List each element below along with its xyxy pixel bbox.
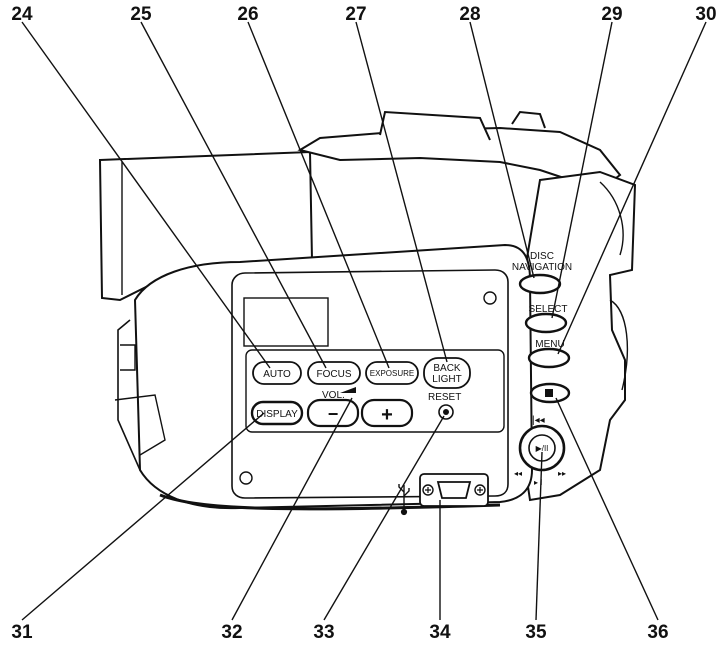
auto-button[interactable]: AUTO [252, 361, 302, 385]
volume-plus-button[interactable]: + [360, 398, 414, 428]
usb-icon [398, 484, 410, 516]
select-label: SELECT [529, 304, 568, 315]
record-button[interactable] [529, 382, 571, 404]
reset-button[interactable] [438, 404, 454, 420]
back-light-label-line2: LIGHT [432, 374, 461, 385]
callout-33: 33 [313, 622, 334, 643]
disc-navigation-label-line2: NAVIGATION [512, 262, 572, 273]
callout-27: 27 [345, 4, 366, 25]
auto-label: AUTO [263, 369, 291, 380]
skip-back-icon: |◂◂ [532, 415, 545, 426]
leader-lines [21, 21, 707, 621]
callout-36: 36 [647, 622, 668, 643]
callout-numbers-top: 24 25 26 27 28 29 30 [11, 4, 716, 25]
back-light-label-line1: BACK [433, 363, 461, 374]
callout-28: 28 [459, 4, 480, 25]
volume-minus-label: − [328, 404, 339, 424]
stop-square-icon [545, 389, 553, 397]
callout-26: 26 [237, 4, 258, 25]
callout-numbers-bottom: 31 32 33 34 35 36 [11, 622, 668, 643]
volume-wedge-icon [340, 387, 356, 393]
callout-30: 30 [695, 4, 716, 25]
reset-label: RESET [428, 392, 461, 403]
menu-label: MENU [535, 339, 564, 350]
rewind-icon: ◂◂ [514, 469, 522, 478]
callout-31: 31 [11, 622, 33, 643]
disc-navigation-label-line1: DISC [530, 251, 554, 262]
menu-button[interactable]: MENU [527, 339, 571, 369]
volume-plus-label: + [381, 404, 393, 426]
play-pause-joystick[interactable]: ▶/II [518, 424, 566, 472]
volume-minus-button[interactable]: − [306, 398, 360, 428]
back-light-button[interactable]: BACK LIGHT [423, 357, 471, 389]
fast-forward-icon: ▸▸ [558, 469, 566, 478]
display-button[interactable]: DISPLAY [250, 400, 304, 426]
stop-icon: ▸ I [534, 478, 542, 487]
callout-25: 25 [130, 4, 152, 25]
usb-port[interactable] [419, 473, 489, 507]
callout-35: 35 [525, 622, 547, 643]
disc-navigation-button[interactable]: DISC NAVIGATION [512, 251, 572, 295]
focus-button[interactable]: FOCUS [307, 361, 361, 385]
display-label: DISPLAY [256, 409, 298, 420]
exposure-button[interactable]: EXPOSURE [365, 361, 419, 385]
callout-34: 34 [429, 622, 451, 643]
exposure-label: EXPOSURE [370, 369, 414, 378]
play-pause-icon: ▶/II [536, 444, 549, 453]
callout-32: 32 [221, 622, 242, 643]
focus-label: FOCUS [317, 369, 352, 380]
callout-24: 24 [11, 4, 33, 25]
callout-29: 29 [601, 4, 622, 25]
select-button[interactable]: SELECT [524, 304, 568, 334]
vol-label: VOL. [322, 390, 345, 401]
